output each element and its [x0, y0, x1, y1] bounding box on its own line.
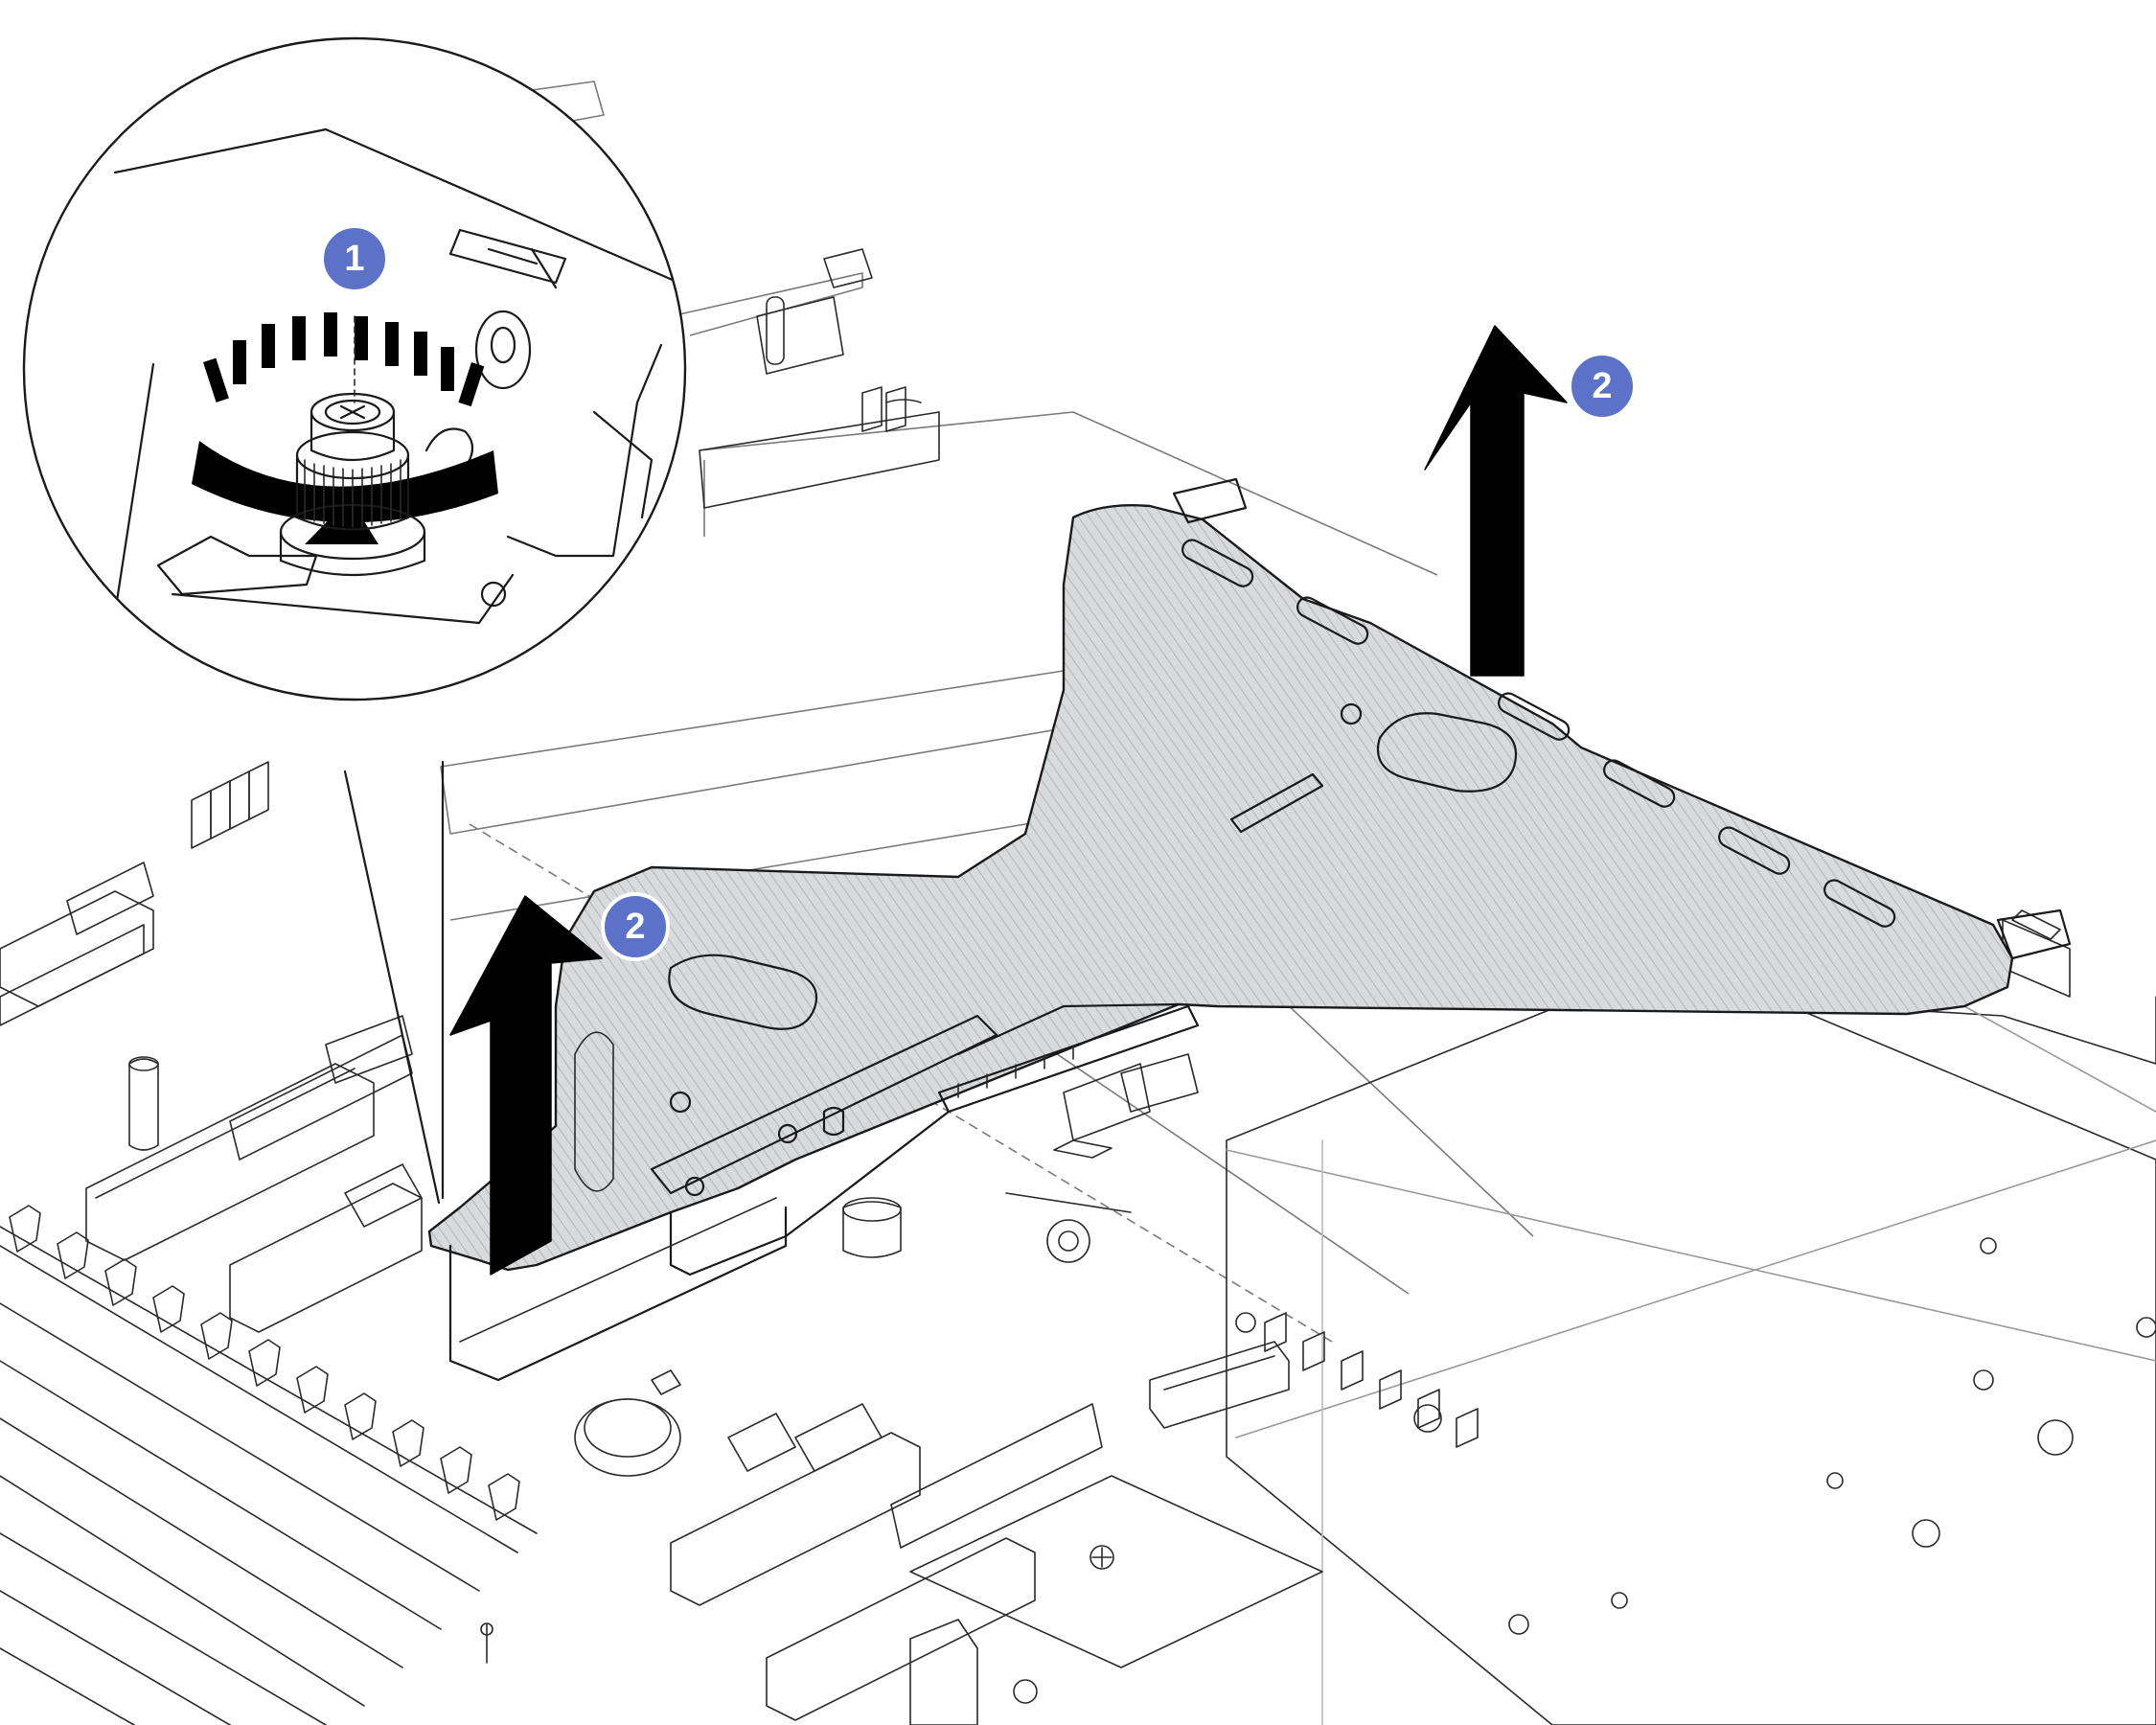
up-arrow-icon — [1424, 325, 1568, 677]
motherboard-connectors — [0, 761, 1290, 1725]
svg-text:2: 2 — [625, 907, 645, 947]
step-callout-1: 1 — [320, 224, 389, 293]
step-callout-2: 2 — [1568, 352, 1637, 421]
up-arrow-icon — [449, 895, 603, 1276]
svg-text:2: 2 — [1592, 366, 1612, 406]
step-callout-2: 2 — [601, 892, 670, 961]
zoom-detail-callout — [22, 36, 687, 1205]
svg-text:1: 1 — [344, 239, 364, 279]
captive-thumbscrew-icon — [279, 315, 426, 577]
dimm-slot-bank — [0, 1205, 538, 1725]
riser-bracket — [427, 477, 2072, 1382]
riser-cage-rear-wall — [699, 248, 2071, 998]
power-supply-cage — [909, 957, 2156, 1725]
counter-clockwise-rotation-icon — [192, 312, 498, 544]
